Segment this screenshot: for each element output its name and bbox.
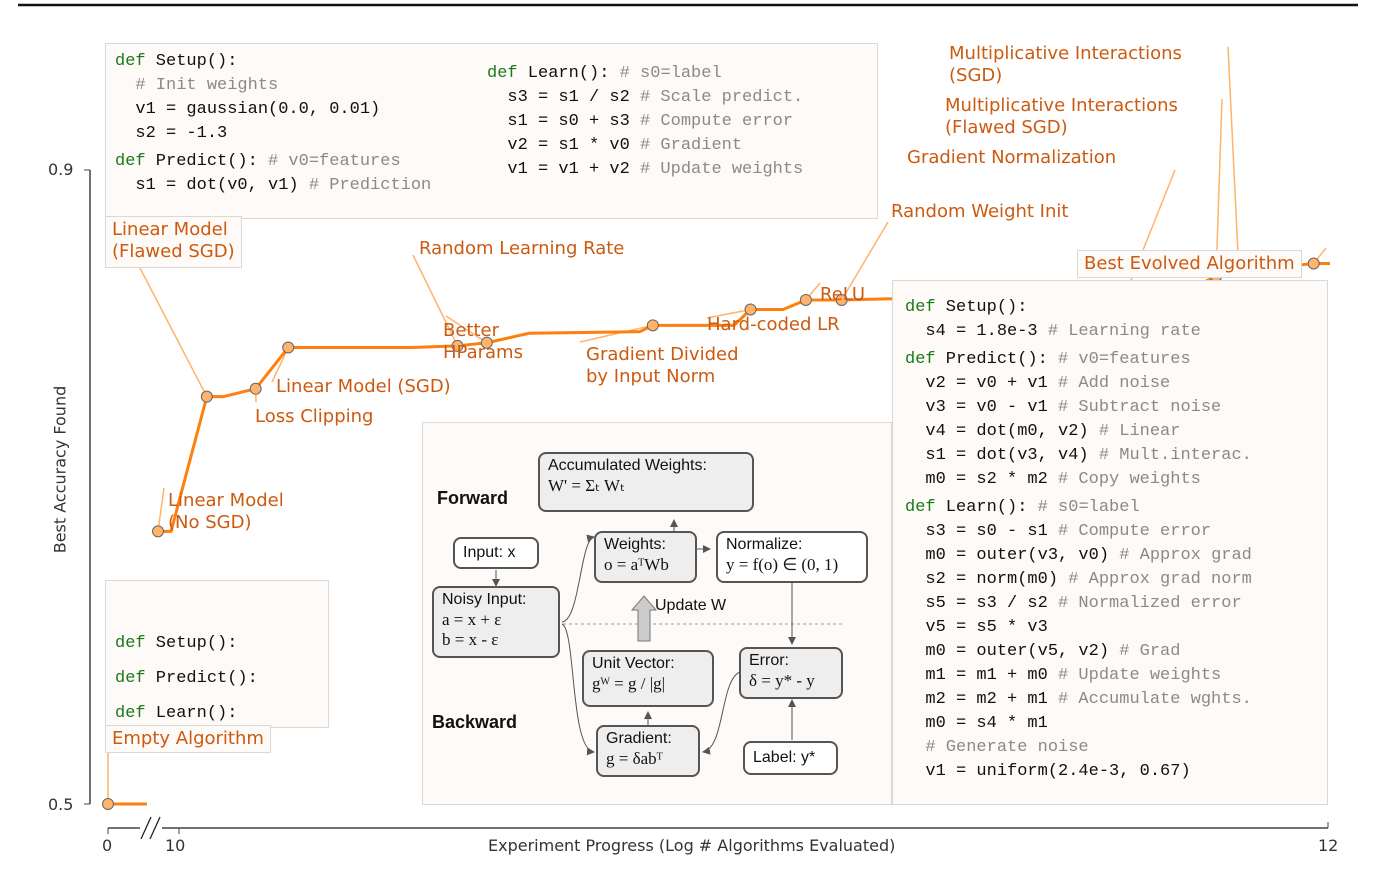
y-tick-label: 0.5 [48, 795, 74, 814]
code-line: m0 = outer(v5, v2) # Grad [905, 642, 1181, 661]
code-line: def Setup(): [115, 52, 238, 71]
axis-break-mark [140, 816, 152, 840]
leader-line [706, 308, 751, 319]
code-line: # Generate noise [925, 738, 1089, 757]
annotation-label: Linear Model (SGD) [276, 376, 451, 397]
best-algorithm-code: def Setup(): s4 = 1.8e-3 # Learning rate… [905, 296, 1252, 784]
code-line: m2 = m2 + m1 # Accumulate wghts. [905, 690, 1252, 709]
annotation-label: Gradient Normalization [907, 147, 1117, 168]
data-point [249, 382, 262, 395]
code-line: m0 = s4 * m1 [905, 714, 1048, 733]
annotation-best-evolved-algorithm: Best Evolved Algorithm [1077, 250, 1302, 278]
y-tick-label: 0.9 [48, 160, 74, 179]
data-point [200, 390, 213, 403]
code-line: def Setup(): [905, 298, 1028, 317]
data-point [152, 525, 164, 538]
data-point [835, 293, 848, 306]
data-point [1307, 257, 1320, 270]
data-point [480, 336, 493, 349]
annotation-empty-algorithm: Empty Algorithm [105, 725, 271, 753]
x-tick-label: 10 [165, 836, 186, 855]
annotation-label: Gradient Divided by Input Norm [586, 344, 739, 387]
empty-algorithm-code: def Setup(): def Predict(): def Learn(): [115, 628, 258, 729]
leader-line [579, 324, 654, 343]
annotation-label: Linear Model (No SGD) [168, 490, 284, 533]
code-line: v2 = v0 + v1 # Add noise [905, 374, 1171, 393]
data-point [646, 319, 659, 332]
x-tick-label: 12 [1318, 836, 1339, 855]
y-axis-label: Best Accuracy Found [50, 385, 70, 554]
node-accumulated-weights: Accumulated Weights: W' = Σₜ Wₜ [538, 452, 754, 512]
x-tick-label: 0 [102, 836, 113, 855]
data-point [102, 798, 114, 810]
empty-algorithm-code-box [105, 580, 329, 728]
code-line: s5 = s3 / s2 # Normalized error [905, 594, 1242, 613]
leader-line [412, 254, 459, 347]
code-line: s3 = s1 / s2 # Scale predict. [487, 88, 804, 107]
annotation-label: Multiplicative Interactions (SGD) [949, 43, 1182, 86]
leader-line [1227, 46, 1240, 272]
code-line: m0 = outer(v3, v0) # Approx grad [905, 546, 1252, 565]
node-weights: Weights: o = aᵀWb [594, 531, 697, 583]
backward-label: Backward [432, 712, 518, 732]
code-line: m0 = s2 * m2 # Copy weights [905, 470, 1201, 489]
node-gradient: Gradient: g = δabᵀ [596, 725, 700, 777]
code-line: s1 = dot(v0, v1) # Prediction [115, 176, 432, 195]
code-line: v4 = dot(m0, v2) # Linear [905, 422, 1181, 441]
node-error: Error: δ = y* - y [739, 647, 843, 699]
leader-line [139, 267, 208, 398]
code-line: def Setup(): [115, 634, 238, 653]
code-line: v1 = gaussian(0.0, 0.01) [115, 100, 381, 119]
forward-label: Forward [437, 488, 509, 508]
data-point [282, 341, 295, 354]
code-line: def Predict(): # v0=features [905, 350, 1191, 369]
code-line: v2 = s1 * v0 # Gradient [487, 136, 743, 155]
code-line: v3 = v0 - v1 # Subtract noise [905, 398, 1222, 417]
leader-line [157, 487, 165, 532]
data-point [744, 303, 757, 316]
annotation-label: Hard-coded LR [707, 314, 840, 335]
node-label: Label: y* [743, 741, 838, 775]
update-w-label: Update W [655, 597, 727, 614]
flawed-sgd-code-left: def Setup(): # Init weights v1 = gaussia… [115, 50, 431, 198]
code-line: def Predict(): # v0=features [115, 152, 401, 171]
data-point [451, 339, 464, 352]
leader-line [1215, 98, 1223, 277]
annotation-label: ReLU [820, 284, 866, 305]
code-line: def Learn(): # s0=label [905, 498, 1140, 517]
leader-line [841, 221, 889, 301]
best-algorithm-code-box [892, 280, 1328, 805]
code-line: s2 = -1.3 [115, 124, 228, 143]
leader-line [445, 315, 488, 344]
annotation-label: Random Learning Rate [419, 238, 625, 259]
annotation-label: Multiplicative Interactions (Flawed SGD) [945, 95, 1178, 138]
code-line: v5 = s5 * v3 [905, 618, 1048, 637]
node-normalize: Normalize: y = f(o) ∈ (0, 1) [716, 531, 868, 583]
code-line: s2 = norm(m0) # Approx grad norm [905, 570, 1252, 589]
x-axis-label: Experiment Progress (Log # Algorithms Ev… [488, 836, 896, 855]
annotation-linear-model-flawed-sgd: Linear Model (Flawed SGD) [105, 216, 242, 268]
data-point [799, 293, 812, 306]
flawed-sgd-code-right: def Learn(): # s0=label s3 = s1 / s2 # S… [487, 62, 803, 182]
node-noisy-input: Noisy Input: a = x + ε b = x - ε [432, 586, 560, 658]
code-line: s1 = dot(v3, v4) # Mult.interac. [905, 446, 1252, 465]
node-input: Input: x [453, 537, 539, 569]
annotation-label: Better HParams [443, 320, 523, 363]
code-line: s3 = s0 - s1 # Compute error [905, 522, 1212, 541]
flawed-sgd-code-box [105, 43, 878, 219]
code-line: # Init weights [135, 76, 279, 95]
annotation-label: Loss Clipping [255, 406, 374, 427]
code-line: def Predict(): [115, 669, 258, 688]
axis-break-gap [140, 818, 162, 838]
code-line: s4 = 1.8e-3 # Learning rate [905, 322, 1201, 341]
code-line: m1 = m1 + m0 # Update weights [905, 666, 1222, 685]
annotation-label: Random Weight Init [891, 201, 1069, 222]
code-line: v1 = v1 + v2 # Update weights [487, 160, 804, 179]
code-line: def Learn(): # s0=label [487, 64, 722, 83]
code-line: v1 = uniform(2.4e-3, 0.67) [905, 762, 1191, 781]
code-line: def Learn(): [115, 704, 238, 723]
node-unit-vector: Unit Vector: gᵂ = g / |g| [582, 650, 714, 707]
code-line: s1 = s0 + s3 # Compute error [487, 112, 794, 131]
axis-break-mark [149, 816, 161, 840]
